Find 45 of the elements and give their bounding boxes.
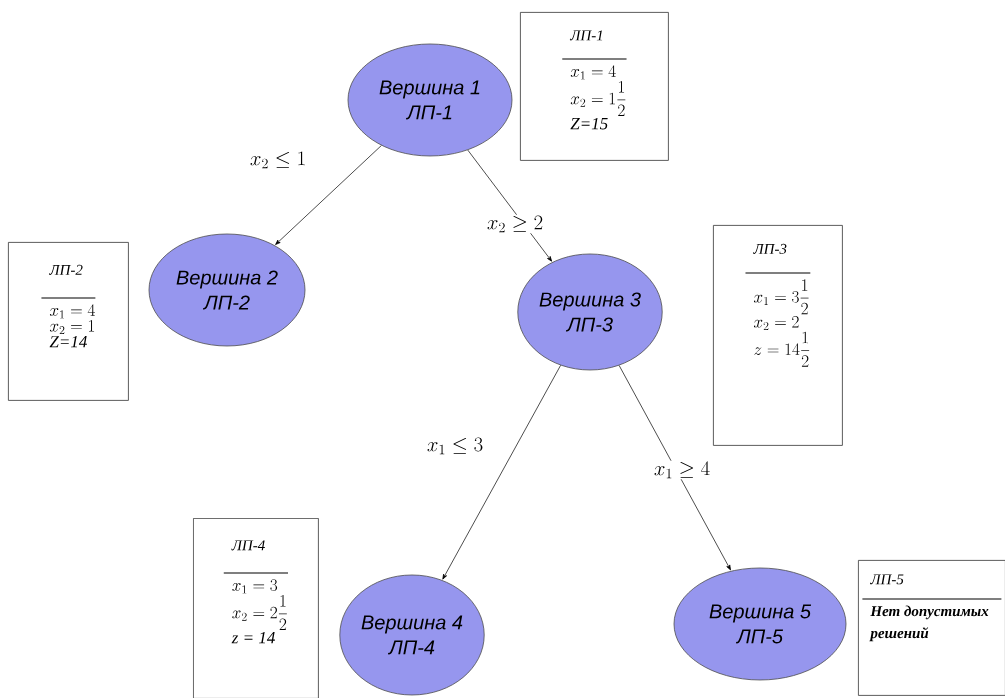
- node-label: ЛП-3: [565, 317, 613, 332]
- ellipse-node: [347, 43, 513, 157]
- node-label: Вершина 3: [539, 292, 641, 311]
- result-table: [713, 225, 843, 446]
- formula: $x_2 = 2$: [753, 316, 799, 330]
- edge-label: $x_1 \geq 4$: [654, 461, 710, 479]
- result-table: [193, 518, 319, 698]
- node-label: Вершина 2: [176, 270, 278, 289]
- node-label: Вершина 4: [361, 615, 463, 634]
- result-table: [858, 560, 1005, 696]
- arrow: [275, 145, 382, 245]
- arrow: [618, 365, 731, 571]
- result-table: [520, 12, 669, 161]
- result-table: [8, 242, 129, 401]
- node-label: ЛП-4: [387, 640, 435, 655]
- edge-label: $x_2 \geq 2$: [487, 215, 543, 233]
- edge-label: $x_2 \leq 1$: [250, 151, 305, 169]
- table-header: ЛП-1: [569, 30, 603, 41]
- formula: $x_1 = 4$: [570, 65, 616, 80]
- formula: $x_2 = 1$: [49, 320, 95, 335]
- note-text: Нет допустимых решений: [869, 605, 989, 642]
- node-label: ЛП-5: [735, 629, 784, 644]
- value-text: Z=15: [570, 118, 608, 130]
- ellipse-node: [673, 567, 847, 681]
- table-header: ЛП-5: [870, 574, 904, 585]
- ellipse-node: [148, 233, 306, 347]
- ellipse-node: [339, 574, 485, 696]
- arrow: [442, 365, 561, 580]
- formula: $x_1 = 3\frac{1}{2}$: [753, 279, 809, 315]
- formula: $x_1 = 3$: [232, 579, 278, 594]
- edge-label: $x_1 \leq 3$: [427, 437, 483, 455]
- value-text: Z=14: [49, 336, 87, 348]
- formula: $x_1 = 4$: [49, 304, 95, 319]
- formula: $z = 14\frac{1}{2}$: [754, 331, 810, 367]
- node-label: Вершина 1: [379, 80, 480, 99]
- node-label: ЛП-1: [405, 105, 452, 120]
- table-header: ЛП-3: [753, 243, 787, 254]
- table-header: ЛП-2: [49, 264, 83, 275]
- node-label: Вершина 5: [709, 604, 812, 623]
- formula: $x_2 = 1\frac{1}{2}$: [570, 81, 626, 116]
- formula: $x_2 = 2\frac{1}{2}$: [232, 595, 287, 630]
- value-text: z = 14: [231, 632, 275, 644]
- node-label: ЛП-2: [202, 295, 250, 310]
- ellipse-node: [517, 253, 663, 371]
- table-header: ЛП-4: [231, 540, 265, 551]
